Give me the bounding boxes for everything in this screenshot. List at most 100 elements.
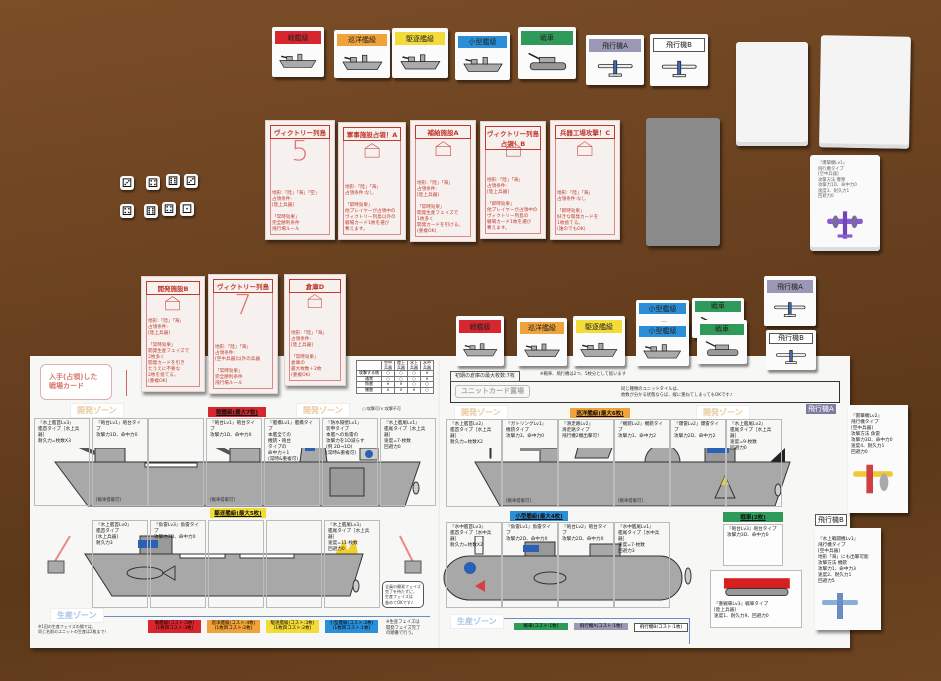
die[interactable]: ⚂ <box>184 174 198 188</box>
production-cost-label: 駆逐艦級(コスト:3枚) (1枚目コスト:2枚) <box>266 620 319 633</box>
card-title: ヴィクトリー列島 <box>213 279 273 293</box>
die[interactable]: ⚃ <box>120 204 134 218</box>
ship-section-card[interactable]: 『水中艦首Lv3』 艦首タイプ［水中兵器］ 耐久力=枚数X2 <box>446 522 502 608</box>
tank-loadable-label: [戦車搭載可] <box>96 498 121 503</box>
ship-section-card[interactable]: 『滑走路Lv2』 滑走路タイプ 飛行機2機出撃可！ <box>558 419 614 507</box>
submarine-hull <box>443 536 692 601</box>
unit-tile[interactable]: 駆逐艦級 <box>392 28 448 78</box>
ship-section-card[interactable] <box>208 520 264 608</box>
player-board-right: 初期の倉庫の最大枚数:7枚 ※戦車、飛行機は2つ、5枚分として扱います ユニット… <box>440 356 850 648</box>
unit-tile[interactable]: 巡洋艦級 <box>334 30 390 78</box>
facility-icon <box>435 141 451 157</box>
unit-tile-label: 戦車 <box>695 301 741 312</box>
ship-section-card[interactable]: 『砲台Lv1』砲台タイプ 攻撃力1D、命中力0 <box>92 418 148 506</box>
unit-tile[interactable]: 戦車 <box>697 320 747 364</box>
ship-section-card[interactable]: 『水上艦尾Lv1』 艦尾タイプ［水上兵器］ 速度=7-枚数 回避力0 <box>380 418 436 506</box>
production-cost-label: 飛行機A(コスト:1枚) <box>574 623 628 631</box>
plane-b-text: 『水上戦闘機Lv1』 飛行機タイプ [空中兵器] 地形「海」にも出撃可能 攻撃方… <box>818 536 869 584</box>
tank-tag: 戦車(2枚) <box>723 512 783 522</box>
plane-a-card[interactable]: 『雷撃機Lv2』 飛行機タイプ [空中兵器] 攻撃方法 魚雷 攻撃力3D、命中力… <box>848 405 908 513</box>
die[interactable]: ⚅ <box>166 174 180 188</box>
ship-section-card[interactable]: 『水中艦尾Lv1』 艦尾タイプ［水中兵器］ 速度=7-枚数 回避力3 <box>614 522 670 608</box>
ship-section-card[interactable] <box>266 520 322 608</box>
plane-b-card[interactable]: 『水上戦闘機Lv1』 飛行機タイプ [空中兵器] 地形「海」にも出撃可能 攻撃方… <box>815 528 881 630</box>
unit-tile-label: 飛行機B <box>769 333 813 344</box>
development-zone-label: 開発ゾーン <box>296 403 350 418</box>
blank-card-deck[interactable] <box>736 42 808 146</box>
unit-tile[interactable]: 戦艦級 <box>456 316 504 366</box>
ship-section-card[interactable]: 『艦橋Lv1』艦橋タイプ 本艦全ての 機銃・砲台 タイプの 命中力＋1 (常時&… <box>264 418 320 506</box>
production-zone-label: 生産ゾーン <box>450 614 504 629</box>
blank-card-deck[interactable] <box>819 35 911 149</box>
die[interactable]: ⚀ <box>180 202 194 216</box>
unit-tile-label: 飛行機B <box>653 38 705 52</box>
facility-icon <box>577 141 593 156</box>
attack-table-cell: 水上 兵器 <box>407 359 421 372</box>
development-card-deck[interactable]: 『爆撃機Lv1』 飛行機タイプ [空中兵器] 攻撃方法 爆弾 攻撃力1D、命中力… <box>810 155 880 251</box>
unit-tile[interactable]: 戦車 <box>518 27 576 79</box>
unit-tile-label: 戦車 <box>521 31 573 45</box>
plane-b-tag: 飛行機B <box>815 514 847 527</box>
ship-section-card[interactable]: 『水上艦尾Lv2』 艦尾タイプ［水上兵器］ 速度=9-枚数 回避力0 <box>726 419 782 507</box>
gray-card-stack[interactable] <box>646 118 720 246</box>
production-zone-frame <box>450 618 690 644</box>
unit-tile[interactable]: 飛行機A <box>764 276 816 326</box>
ship-section-card[interactable]: 『砲台Lv2』砲台タイプ 攻撃力2D、命中力0 <box>558 522 614 608</box>
unit-tile[interactable]: 駆逐艦級 <box>573 316 625 366</box>
production-cost-label: 飛行機B(コスト:1枚) <box>634 623 688 633</box>
die[interactable]: ⚅ <box>144 204 158 218</box>
tank-body-card[interactable]: 『重戦車Lv3』戦車タイプ [陸上兵器] 速度1、耐久力9、回避力0 <box>710 570 802 628</box>
ship-section-card[interactable]: 『爆雷Lv2』爆雷タイプ 攻撃力2D、命中力2 <box>670 419 726 507</box>
unit-tile-label: 戦艦級 <box>275 31 321 44</box>
plane-icon <box>774 302 806 317</box>
facility-icon <box>308 293 322 308</box>
ship-section-card[interactable]: 『機銃Lv2』機銃タイプ 攻撃力1、命中力2 <box>614 419 670 507</box>
battleship-hull <box>54 448 421 507</box>
unit-tile[interactable]: 小型艦級 <box>636 322 689 366</box>
unit-tile-label: 巡洋艦級 <box>520 321 564 335</box>
ship-section-card[interactable]: 『水上艦首Lv3』 艦首タイプ［水上兵器］ 耐久力=枚数X3 <box>34 418 90 506</box>
die[interactable]: ⚂ <box>120 176 134 190</box>
ship-section-card[interactable]: 『砲台Lv1』砲台タイプ 攻撃力1D、命中力0 <box>206 418 262 506</box>
ship-section-card[interactable]: 『ガトリングLv1』 機銃タイプ 攻撃力3、命中力0 <box>502 419 558 507</box>
ship-section-card[interactable]: 『水上艦首Lv0』 艦首タイプ [水上兵器] 耐久力3 <box>92 520 148 608</box>
unit-tile[interactable]: 戦艦級 <box>272 27 324 77</box>
ship-section-card[interactable] <box>148 418 204 506</box>
card-title: 軍事施設占領！A <box>343 127 401 141</box>
unit-tile[interactable]: 小型艦級 <box>455 32 510 80</box>
plane-icon <box>776 349 806 364</box>
card-text: 地形:「陸」「海」 占領条件: [空中兵器]以外の兵器 「常時効果」 完全勝利条… <box>215 345 260 387</box>
ship-section-card[interactable]: 『水上艦首Lv2』 艦首タイプ［水上兵器］ 耐久力=枚数X2 <box>446 419 502 507</box>
ship-section-card[interactable]: 『魚雷Lv1』魚雷タイプ 攻撃力2D、命中力0 <box>502 522 558 608</box>
unit-tile[interactable]: 飛行機B <box>766 330 816 370</box>
ship-section-card[interactable]: 『魚雷Lv3』魚雷タイプ 攻撃力3D、命中力0 <box>150 520 206 608</box>
card-text: 地形:「陸」「海」 占領条件: [陸上兵器] 「常時効果」 倉庫の 最大枚数＋2… <box>291 331 327 379</box>
card-title: 兵器工場攻撃！C <box>555 125 615 139</box>
unit-tile-label: 飛行機A <box>767 280 813 293</box>
card-title: 補給施設A <box>415 125 471 139</box>
plane-a-text: 『雷撃機Lv2』 飛行機タイプ [空中兵器] 攻撃方法 魚雷 攻撃力3D、命中力… <box>851 413 893 455</box>
ship-section-card[interactable]: 『防水隔壁Lv1』 装甲タイプ 本艦への魚雷の 攻撃力を1D減らす (例 2D→… <box>322 418 378 506</box>
ship-section-card[interactable]: 『水上艦尾Lv3』 艦尾タイプ［水上兵器］ 速度=11-枚数 回避力0 <box>324 520 380 608</box>
unit-tile[interactable]: 飛行機B <box>650 34 708 86</box>
plane-icon <box>661 60 697 77</box>
unit-tile[interactable]: 巡洋艦級 <box>517 318 567 366</box>
die[interactable]: ⚃ <box>146 176 160 190</box>
victory-number: 7 <box>234 288 252 321</box>
tank-turret-card[interactable]: 『砲台Lv3』砲台タイプ 攻撃力3D、命中力0 <box>723 524 783 566</box>
unit-storage-area: ユニットカード置場 同じ種類のユニットタイルは、 枚数が分かる状態ならば、縦に重… <box>450 381 840 403</box>
attack-table-cell: × <box>420 370 434 377</box>
ship-icon <box>462 343 498 357</box>
unit-tile[interactable]: 飛行機A <box>586 35 644 85</box>
die[interactable]: ⚃ <box>162 202 176 216</box>
ship-icon <box>341 55 383 71</box>
small-ship-tag: 小型艦級(最大4枚) <box>510 511 568 521</box>
